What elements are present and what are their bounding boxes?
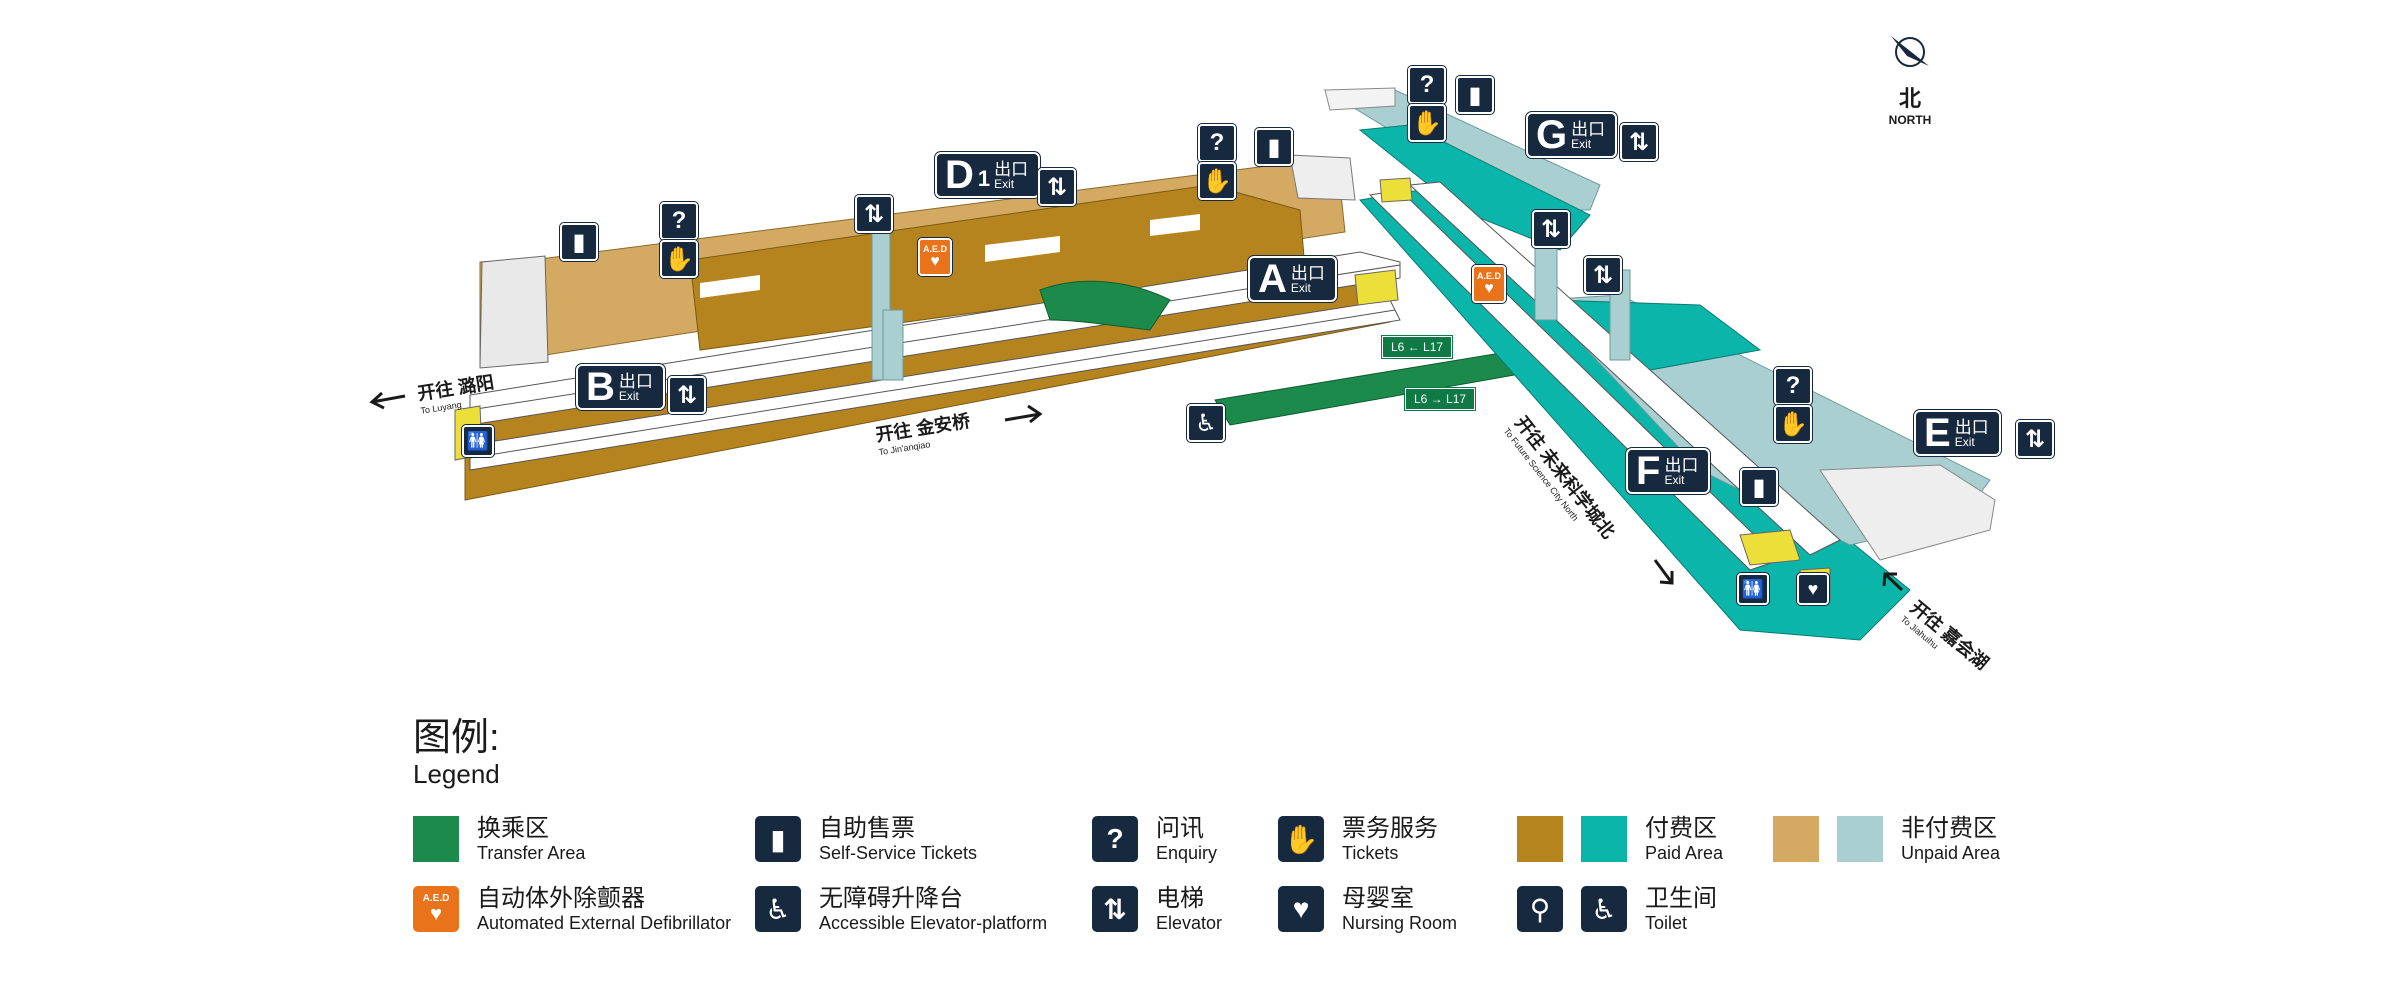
aed-icon: A.E.D♥: [918, 238, 952, 276]
ticket-machine-icon: ▮: [1255, 128, 1293, 166]
ticket-machine-icon: ▮: [755, 816, 801, 863]
arrow-to-luoyang: [369, 391, 406, 410]
compass-icon: [1891, 36, 1929, 67]
ticket-hand-icon: ✋: [660, 240, 698, 278]
elevator-icon: ⇅: [855, 195, 893, 233]
arrow-to-future-city: [1653, 559, 1674, 585]
ticket-machine-icon: ▮: [1456, 76, 1494, 114]
transfer-tag-lower: L6 → L17: [1405, 388, 1476, 410]
ticket-hand-icon: ✋: [1408, 104, 1446, 142]
toilet-icon: 🚻: [462, 425, 494, 457]
wheelchair-icon: ♿: [755, 886, 801, 933]
elevator-icon: ⇅: [1092, 886, 1138, 933]
aed-icon: A.E.D♥: [1472, 265, 1506, 303]
swatch-paid-brown: [1517, 816, 1563, 863]
elevator-icon: ⇅: [1038, 168, 1076, 206]
train-lower-left: [469, 299, 1401, 471]
question-icon: ?: [1774, 367, 1812, 405]
baby-icon: ♥: [1278, 886, 1324, 933]
compass-cn: 北: [1898, 86, 1921, 111]
right-concourse-top-white: [1324, 87, 1396, 111]
ticket-hand-icon: ✋: [1278, 816, 1324, 863]
elevator-icon: ⇅: [1620, 123, 1658, 161]
arrow-to-jinanqiao: [1004, 404, 1043, 424]
transfer-area-upper: [1039, 280, 1171, 331]
toilet-accessible-icon: ♿: [1581, 886, 1627, 933]
toilet-icon: ⚲: [1517, 886, 1563, 933]
left-concourse-wall: [479, 255, 549, 369]
train-end-yellow: [1379, 177, 1413, 203]
ticket-machine-icon: ▮: [1740, 468, 1778, 506]
elevator-icon: ⇅: [668, 376, 706, 414]
swatch-transfer: [413, 816, 459, 863]
ticket-hand-icon: ✋: [1774, 405, 1812, 443]
train-end-yellow: [1739, 529, 1801, 566]
question-icon: ?: [660, 202, 698, 240]
elevator-icon: ⇅: [1532, 210, 1570, 248]
concourse-end-block: [1289, 154, 1356, 201]
legend-title-cn: 图例:: [413, 717, 500, 759]
train-end-yellow: [1354, 269, 1399, 306]
arrow-to-jiahuihu: [1882, 572, 1904, 592]
right-lower-white: [1819, 464, 1996, 561]
elevator-icon: ⇅: [2016, 420, 2054, 458]
baby-icon: ♥: [1797, 573, 1829, 605]
compass-en: NORTH: [1888, 113, 1932, 127]
elevator-icon: ⇅: [1584, 256, 1622, 294]
transfer-tag-upper: L6 ← L17: [1382, 336, 1453, 358]
concourse-opening: [1150, 214, 1200, 236]
station-map: [369, 87, 1996, 641]
question-icon: ?: [1198, 124, 1236, 162]
concourse-opening: [700, 275, 760, 298]
legend-title-en: Legend: [413, 758, 500, 789]
swatch-unpaid-light: [1837, 816, 1883, 863]
question-icon: ?: [1408, 66, 1446, 104]
concourse-opening: [985, 236, 1060, 262]
swatch-paid-teal: [1581, 816, 1627, 863]
toilet-icon: 🚻: [1737, 573, 1769, 605]
ticket-hand-icon: ✋: [1198, 162, 1236, 200]
wheelchair-icon: ♿: [1187, 404, 1225, 442]
north-compass: 北 NORTH: [1880, 30, 1940, 127]
ticket-machine-icon: ▮: [560, 223, 598, 261]
question-icon: ?: [1092, 816, 1138, 863]
aed-icon: A.E.D♥: [413, 886, 459, 933]
legend-title: 图例: Legend: [413, 717, 500, 789]
swatch-unpaid-tan: [1773, 816, 1819, 863]
column: [882, 309, 904, 381]
